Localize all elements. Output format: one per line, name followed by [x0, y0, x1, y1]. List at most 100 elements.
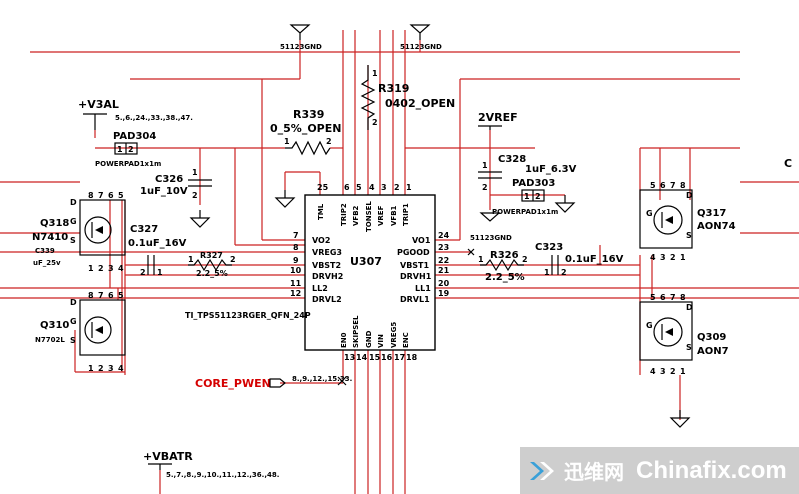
watermark-banner: 迅维网 Chinafix.com — [520, 447, 799, 494]
pin-num: 2 — [230, 255, 236, 264]
pin-num: 1 — [524, 192, 530, 201]
pin-num: 3 — [108, 264, 114, 273]
g-label: G — [646, 209, 653, 218]
c327-value: 0.1uF_16V — [128, 238, 187, 249]
mosfet-q310: 8 7 6 5 1 2 3 4 D G S Q310 N7702L — [35, 291, 126, 373]
pin-num: 1 — [478, 255, 484, 264]
ic-part: TI_TPS51123RGER_QFN_24P — [185, 311, 311, 320]
pin-name: VO1 — [412, 236, 431, 245]
d-label: D — [70, 198, 77, 207]
c327-ref: C327 — [130, 224, 158, 235]
c339-value: uF_25v — [33, 259, 61, 267]
pin-name: EN0 — [340, 332, 348, 348]
s-label: S — [70, 336, 76, 345]
pad303-type: POWERPAD1x1m — [492, 208, 558, 216]
pin-num: 1 — [157, 268, 163, 277]
gnd-label: 51123GND — [280, 43, 322, 51]
q317-ref: Q317 — [697, 208, 726, 219]
s-label: S — [686, 231, 692, 240]
q310-ref: Q310 — [40, 320, 69, 331]
pin-name: PGOOD — [397, 248, 430, 257]
r319-value: 0402_OPEN — [385, 97, 455, 110]
g-label: G — [70, 217, 77, 226]
pin-num: 7 — [670, 181, 676, 190]
pin-name: VREG3 — [312, 248, 342, 257]
power-vbatr: +VBATR 5.,7.,8.,9.,10.,11.,12.,36.,48. — [143, 450, 279, 479]
gnd-label: 51123GND — [470, 234, 512, 242]
c328-value: 1uF_6.3V — [525, 164, 577, 175]
pin-num: 5 — [356, 183, 362, 192]
c323-value: 0.1uF_16V — [565, 254, 624, 265]
pin-num: 6 — [108, 191, 114, 200]
pin-num: 2 — [128, 145, 134, 154]
r319-ref: R319 — [378, 82, 409, 95]
pin-num: 25 — [317, 183, 329, 192]
ground-icon — [190, 209, 210, 228]
pin-num: 13 — [344, 353, 355, 362]
d-label: D — [686, 191, 693, 200]
pin-num: 20 — [438, 279, 450, 288]
pin-name: TONSEL — [365, 201, 373, 232]
r326-ref: R326 — [490, 250, 519, 261]
pin-num: 15 — [369, 353, 381, 362]
vref-label: 2VREF — [478, 111, 518, 124]
pin-num: 5 — [650, 181, 656, 190]
v3al-label: +V3AL — [78, 98, 119, 111]
resistor-r339: R339 0_5%_OPEN 1 2 — [270, 108, 341, 156]
pin-num: 9 — [293, 256, 299, 265]
mosfet-q317: 5 6 7 8 4 3 2 1 D G S Q317 AON74 — [639, 181, 736, 262]
pin-num: 1 — [372, 69, 378, 78]
pin-num: 1 — [88, 364, 94, 373]
pin-num: 6 — [344, 183, 350, 192]
mosfet-q309: 5 6 7 8 4 3 2 1 D G S Q309 AON7 — [639, 293, 729, 376]
resistor-r326: R326 2.2_5% 1 2 — [467, 248, 528, 283]
pin-name: VBST2 — [312, 261, 341, 270]
pin-name: TRIP1 — [402, 203, 410, 226]
pin-num: 8 — [88, 191, 94, 200]
pin-num: 6 — [660, 181, 666, 190]
chinafix-logo-icon — [528, 456, 558, 486]
pin-num: 1 — [680, 253, 686, 262]
pin-num: 3 — [660, 253, 666, 262]
v3al-pages: 5.,6.,24.,33.,38.,47. — [115, 114, 193, 122]
s-label: S — [686, 343, 692, 352]
pin-num: 5 — [118, 191, 124, 200]
pin-num: 2 — [670, 253, 676, 262]
pin-num: 17 — [394, 353, 405, 362]
d-label: D — [686, 303, 693, 312]
pin-name: LL2 — [312, 284, 328, 293]
pin-num: 22 — [438, 256, 449, 265]
r339-value: 0_5%_OPEN — [270, 122, 341, 135]
vbatr-label: +VBATR — [143, 450, 193, 463]
pin-num: 4 — [650, 253, 656, 262]
pin-num: 2 — [482, 183, 488, 192]
pin-name: GND — [365, 330, 373, 348]
pin-num: 14 — [356, 353, 368, 362]
q309-part: AON7 — [697, 346, 729, 357]
pin-num: 19 — [438, 289, 450, 298]
pin-name: DRVH2 — [312, 272, 343, 281]
gnd-label: 51123GND — [400, 43, 442, 51]
pin-num: 12 — [290, 289, 301, 298]
q318-part: N7410 — [32, 232, 68, 243]
r327-ref: R327 — [200, 251, 223, 260]
pin-num: 1 — [117, 145, 123, 154]
ic-ref: U307 — [350, 255, 382, 268]
pin-num: 7 — [293, 231, 299, 240]
pin-num: 21 — [438, 266, 450, 275]
pin-num: 1 — [188, 255, 194, 264]
pin-num: 8 — [680, 181, 686, 190]
c326-ref: C326 — [155, 174, 183, 185]
pin-num: 10 — [290, 266, 302, 275]
pin-name: TRIP2 — [340, 203, 348, 226]
pin-num: 7 — [670, 293, 676, 302]
pin-num: 2 — [561, 268, 567, 277]
pin-num: 5 — [118, 291, 124, 300]
capacitor-c323: C323 0.1uF_16V 1 2 — [535, 242, 624, 277]
q309-ref: Q309 — [697, 332, 726, 343]
pin-num: 3 — [381, 183, 387, 192]
pin-name: DRVL2 — [312, 295, 342, 304]
resistor-r327: R327 2.2_5% 1 2 — [188, 251, 236, 278]
watermark-en: Chinafix.com — [636, 456, 787, 484]
